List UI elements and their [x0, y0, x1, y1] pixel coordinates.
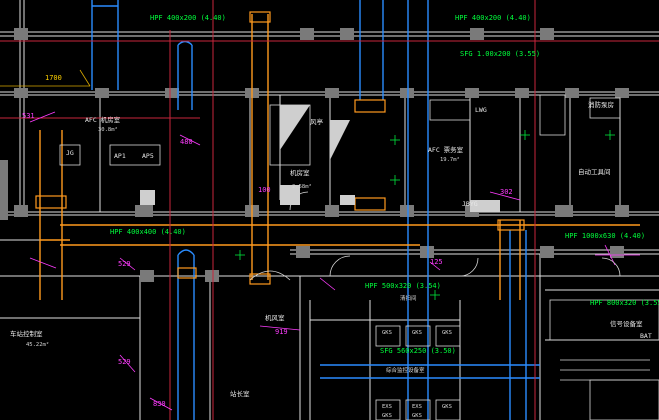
room-label-station-master: 站长室 — [230, 389, 250, 398]
equipment-fills — [140, 105, 500, 212]
equip-label-ap1: AP1 — [114, 152, 126, 160]
orange-ducts — [39, 14, 640, 300]
equip-label-jg: JG — [66, 149, 74, 157]
duct-label-4: HPF 400x400 (4.40) — [110, 228, 186, 236]
equip-label-gks-2: GKS — [412, 330, 422, 336]
room-label-wind-pavilion: 风亭 — [310, 117, 324, 126]
duct-label-8: SFG 560x250 (3.50) — [380, 347, 456, 355]
duct-label-6: HPF 500x320 (3.54) — [365, 282, 441, 290]
room-label-afc-ticket: AFC 票务室 — [428, 145, 464, 154]
dimension-label-830: 830 — [153, 400, 166, 408]
room-label-station-control: 车站控制室 — [10, 329, 43, 338]
equip-label-gks-5: GKS — [382, 413, 392, 419]
dimension-label-529b: 529 — [118, 358, 131, 366]
equip-label-jbyg: JBYG — [462, 200, 478, 208]
room-label-wind-machine: 机风室 — [265, 313, 285, 322]
duct-label-3: SFG 1.00x200 (3.55) — [460, 50, 540, 58]
dimension-label-529a: 529 — [118, 260, 131, 268]
equip-label-gks-4: GKS — [442, 404, 452, 410]
duct-label-2: HPF 400x200 (4.40) — [455, 14, 531, 22]
room-area-station-control: 45.22m² — [26, 341, 49, 348]
duct-label-5: HPF 1000x630 (4.40) — [565, 232, 645, 240]
dimension-label-480: 480 — [180, 138, 193, 146]
dimension-label-125: 125 — [430, 258, 443, 266]
dimension-label-100: 100 — [258, 186, 271, 194]
room-label-fire-pump: 消防泵房 — [588, 100, 614, 109]
room-area-afc-ticket: 19.7m² — [440, 156, 460, 163]
room-area-machine: 2.58m² — [292, 183, 312, 190]
dimension-label-531: 531 — [22, 112, 35, 120]
equip-label-lwg: LWG — [475, 106, 487, 114]
equip-label-exs-2: EXS — [412, 404, 422, 410]
duct-label-1: HPF 400x200 (4.40) — [150, 14, 226, 22]
yellow-lines — [0, 69, 91, 87]
room-area-afc-machine: 30.8m² — [98, 126, 118, 133]
dimension-label-919: 919 — [275, 328, 288, 336]
room-label-signal-equipment: 信号设备室 — [610, 319, 643, 328]
equip-label-gks-3: GKS — [442, 330, 452, 336]
equip-label-gks-1: GKS — [382, 330, 392, 336]
dimension-label-1700: 1700 — [45, 74, 62, 82]
blue-ducts — [91, 0, 540, 420]
room-label-afc-machine: AFC 机房室 — [85, 115, 121, 124]
equip-label-bat: BAT — [640, 332, 652, 340]
room-label-cleaning: 清扫间 — [400, 294, 417, 302]
door-swings — [59, 94, 659, 420]
dimension-label-302: 302 — [500, 188, 513, 196]
room-label-machine: 机房室 — [290, 168, 310, 177]
equip-label-ap5: AP5 — [142, 152, 154, 160]
duct-label-7: HPF 800x320 (3.55) — [590, 299, 659, 307]
equip-label-exs-1: EXS — [382, 404, 392, 410]
room-label-tool-room: 自动工具间 — [578, 167, 611, 176]
magenta-leaders — [29, 111, 640, 411]
green-markers — [235, 130, 615, 300]
equip-label-gks-6: GKS — [412, 413, 422, 419]
room-label-integrated-monitoring: 综合监控设备室 — [386, 366, 425, 374]
